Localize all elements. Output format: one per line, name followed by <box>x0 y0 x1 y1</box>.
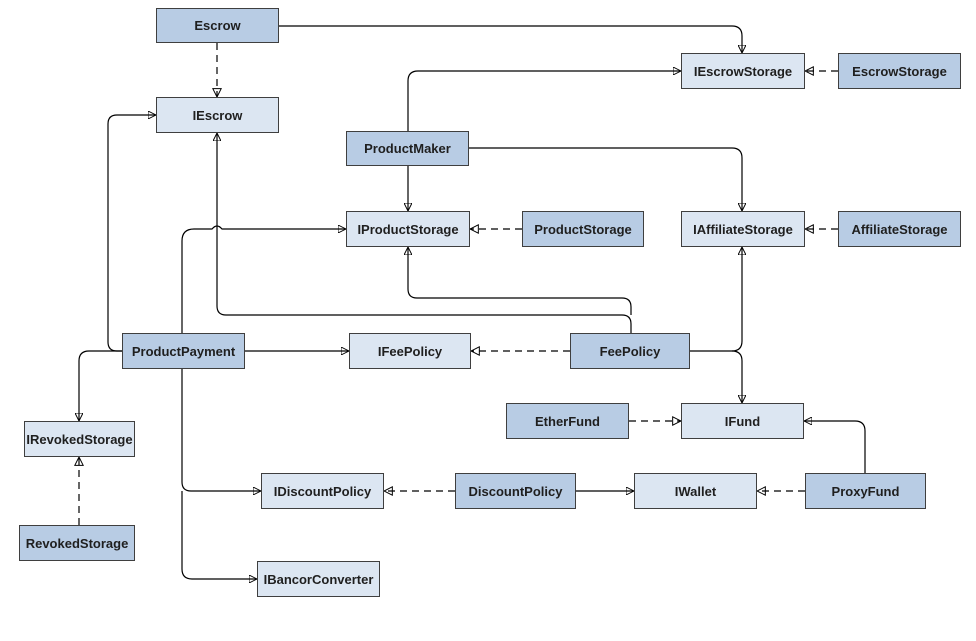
node-productmaker[interactable]: ProductMaker <box>346 131 469 166</box>
node-ifeepolicy[interactable]: IFeePolicy <box>349 333 471 369</box>
node-proxyfund[interactable]: ProxyFund <box>805 473 926 509</box>
edge-productpayment-ibancorconverter <box>181 491 257 579</box>
node-iproductstorage[interactable]: IProductStorage <box>346 211 470 247</box>
node-affiliatestorage[interactable]: AffiliateStorage <box>838 211 961 247</box>
node-iwallet[interactable]: IWallet <box>634 473 757 509</box>
edge-productpayment-iproductstorage <box>181 226 346 333</box>
edge-feepolicy-ifund <box>731 350 742 403</box>
edge-productmaker-iescrowstorage <box>407 71 681 131</box>
node-escrow[interactable]: Escrow <box>156 8 279 43</box>
edge-feepolicy-iescrow <box>217 133 632 333</box>
node-productstorage[interactable]: ProductStorage <box>522 211 644 247</box>
node-iescrowstorage[interactable]: IEscrowStorage <box>681 53 805 89</box>
edge-productpayment-iescrow <box>107 115 156 352</box>
node-ibancorconverter[interactable]: IBancorConverter <box>257 561 380 597</box>
node-ifund[interactable]: IFund <box>681 403 804 439</box>
edge-feepolicy-iaffiliatestorage <box>690 247 742 352</box>
edge-productmaker-iaffiliatestorage <box>469 147 742 211</box>
node-productpayment[interactable]: ProductPayment <box>122 333 245 369</box>
node-iaffiliatestorage[interactable]: IAffiliateStorage <box>681 211 805 247</box>
node-idiscountpolicy[interactable]: IDiscountPolicy <box>261 473 384 509</box>
node-feepolicy[interactable]: FeePolicy <box>570 333 690 369</box>
node-etherfund[interactable]: EtherFund <box>506 403 629 439</box>
edge-productpayment-idiscountpolicy <box>181 369 261 491</box>
edge-proxyfund-ifund <box>804 421 866 473</box>
node-discountpolicy[interactable]: DiscountPolicy <box>455 473 576 509</box>
node-iescrow[interactable]: IEscrow <box>156 97 279 133</box>
node-revokedstorage[interactable]: RevokedStorage <box>19 525 135 561</box>
edge-feepolicy-iproductstorage <box>408 247 632 315</box>
node-escrowstorage[interactable]: EscrowStorage <box>838 53 961 89</box>
node-irevokedstorage[interactable]: IRevokedStorage <box>24 421 135 457</box>
edge-productpayment-irevokedstorage <box>79 350 122 421</box>
edge-escrow-iescrowstorage <box>279 25 742 53</box>
